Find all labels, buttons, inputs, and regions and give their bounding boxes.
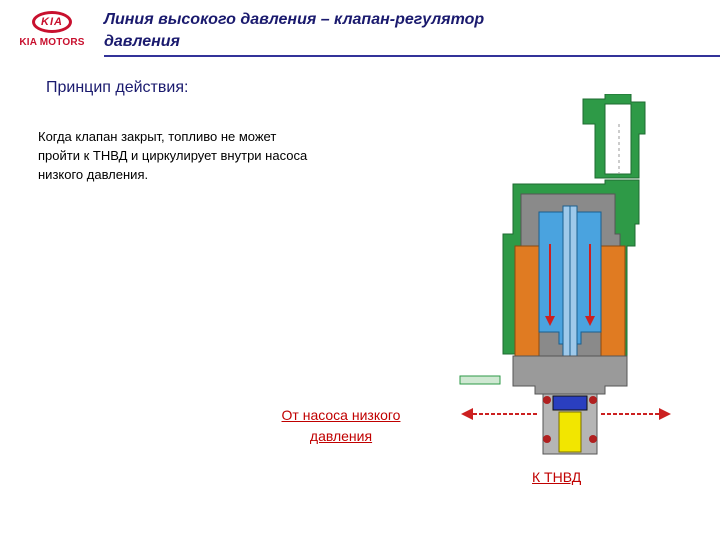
- label-from-low-pressure-pump: От насоса низкого давления: [250, 405, 432, 447]
- o-ring: [589, 396, 597, 404]
- flow-arrow-left-head: [545, 316, 555, 326]
- o-ring: [543, 435, 551, 443]
- kia-logo-oval: KIA: [32, 11, 72, 33]
- side-flow-left-head: [461, 408, 473, 420]
- connector-slot: [604, 103, 632, 175]
- valve-seat: [558, 411, 582, 453]
- label-from-line2: давления: [309, 428, 373, 444]
- coil-right: [600, 245, 626, 357]
- page-title: Линия высокого давления – клапан-регулят…: [104, 9, 664, 53]
- description-text: Когда клапан закрыт, топливо не может пр…: [38, 127, 418, 184]
- section-subtitle: Принцип действия:: [46, 79, 189, 96]
- flow-arrow-right-head: [585, 316, 595, 326]
- page-title-line1: Линия высокого давления – клапан-регулят…: [104, 11, 485, 28]
- page-title-line2: давления: [104, 33, 180, 50]
- description-line2: пройти к ТНВД и циркулирует внутри насос…: [38, 148, 308, 163]
- valve-cross-section-diagram: [459, 94, 671, 455]
- coil-left: [514, 245, 540, 357]
- label-from-line1: От насоса низкого: [281, 407, 401, 423]
- header-divider: [104, 55, 720, 57]
- o-ring: [543, 396, 551, 404]
- description-line3: низкого давления.: [38, 167, 149, 182]
- lower-body: [512, 355, 628, 395]
- description-line1: Когда клапан закрыт, топливо не может: [38, 129, 277, 144]
- kia-logo: KIA KIA MOTORS: [10, 8, 94, 50]
- seat-ring-upper: [552, 395, 588, 411]
- kia-logo-brand: KIA MOTORS: [19, 37, 85, 48]
- o-ring: [589, 435, 597, 443]
- kia-logo-mark: KIA: [41, 15, 63, 28]
- base-plate: [459, 375, 501, 385]
- label-to-high-pressure-pump: К ТНВД: [532, 469, 582, 485]
- side-flow-right-head: [659, 408, 671, 420]
